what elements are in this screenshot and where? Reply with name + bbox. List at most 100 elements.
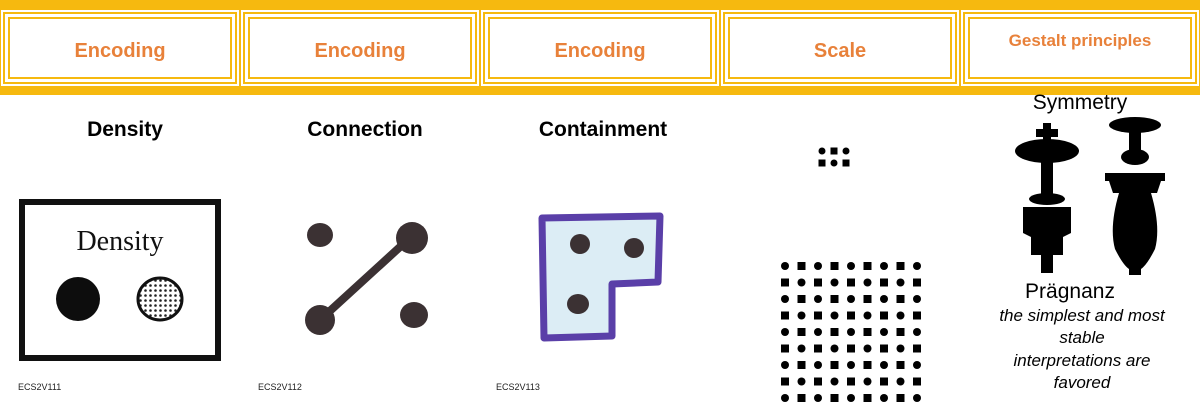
grid-circle bbox=[847, 262, 855, 270]
grid-circle bbox=[797, 377, 806, 386]
grid-circle bbox=[913, 262, 921, 270]
grid-circle bbox=[847, 295, 855, 303]
grid-square bbox=[797, 295, 806, 303]
grid-square bbox=[880, 278, 888, 287]
grid-square bbox=[863, 361, 872, 369]
grid-circle bbox=[830, 159, 838, 167]
grid-circle bbox=[814, 394, 822, 402]
grid-circle bbox=[781, 262, 789, 270]
grid-square bbox=[847, 278, 855, 287]
grid-circle bbox=[896, 278, 905, 287]
containment-illustration bbox=[538, 212, 664, 342]
containment-code: ECS2V113 bbox=[496, 382, 540, 392]
header-label: Encoding bbox=[554, 40, 646, 62]
density-box-label: Density bbox=[76, 226, 163, 257]
grid-circle bbox=[814, 328, 822, 336]
pragnanz-description-line: favored bbox=[1053, 373, 1111, 392]
grid-square bbox=[818, 159, 826, 167]
connection-code: ECS2V112 bbox=[258, 382, 302, 392]
grid-square bbox=[830, 295, 839, 303]
pragnanz-description-line: interpretations are bbox=[1013, 351, 1151, 370]
grid-square bbox=[781, 344, 789, 353]
grid-square bbox=[880, 311, 888, 320]
grid-square bbox=[847, 344, 855, 353]
grid-square bbox=[913, 344, 921, 353]
grid-square bbox=[896, 262, 905, 270]
grid-circle bbox=[913, 295, 921, 303]
grid-square bbox=[797, 262, 806, 270]
grid-circle bbox=[842, 147, 850, 155]
connection-title: Connection bbox=[307, 118, 423, 141]
grid-circle bbox=[830, 311, 839, 320]
dot bbox=[305, 305, 335, 335]
grid-circle bbox=[814, 295, 822, 303]
grid-circle bbox=[781, 361, 789, 369]
grid-square bbox=[880, 344, 888, 353]
grid-square bbox=[830, 262, 839, 270]
pragnanz-description-line: stable bbox=[1059, 328, 1105, 347]
scale-small-grid bbox=[818, 147, 850, 167]
header-label: Encoding bbox=[314, 40, 406, 62]
grid-circle bbox=[781, 295, 789, 303]
grid-square bbox=[863, 295, 872, 303]
grid-square bbox=[842, 159, 850, 167]
dot bbox=[400, 302, 428, 328]
connection-illustration bbox=[305, 222, 428, 335]
solid-dot bbox=[56, 277, 100, 321]
grid-circle bbox=[797, 311, 806, 320]
grid-square bbox=[781, 278, 789, 287]
right-chess-piece-icon bbox=[1105, 117, 1165, 275]
grid-circle bbox=[863, 344, 872, 353]
containment-outline bbox=[538, 212, 664, 342]
grid-square bbox=[781, 311, 789, 320]
header-label: Scale bbox=[813, 40, 867, 62]
symmetry-chess-pieces-icon bbox=[1015, 117, 1165, 275]
left-chess-piece-icon bbox=[1015, 123, 1079, 273]
header-label: Encoding bbox=[74, 40, 166, 62]
grid-square bbox=[781, 377, 789, 386]
grid-circle bbox=[880, 361, 888, 369]
grid-circle bbox=[880, 295, 888, 303]
header-cell-encoding-2: Encoding bbox=[241, 10, 479, 86]
grid-square bbox=[797, 328, 806, 336]
header-cell-scale: Scale bbox=[721, 10, 959, 86]
grid-square bbox=[896, 328, 905, 336]
dot bbox=[570, 234, 590, 254]
grid-circle bbox=[797, 344, 806, 353]
grid-square bbox=[830, 361, 839, 369]
header-row: Encoding Encoding Encoding Scale Gestalt… bbox=[0, 0, 1200, 95]
grid-square bbox=[797, 394, 806, 402]
grid-square bbox=[896, 394, 905, 402]
grid-circle bbox=[913, 361, 921, 369]
header-cell-encoding-1: Encoding bbox=[1, 10, 239, 86]
grid-square bbox=[863, 262, 872, 270]
grid-circle bbox=[781, 328, 789, 336]
dot bbox=[624, 238, 644, 258]
grid-circle bbox=[797, 278, 806, 287]
grid-square bbox=[847, 377, 855, 386]
grid-circle bbox=[814, 262, 822, 270]
grid-square bbox=[814, 377, 822, 386]
grid-circle bbox=[818, 147, 826, 155]
grid-square bbox=[814, 311, 822, 320]
grid-square bbox=[830, 147, 838, 155]
density-box-frame bbox=[19, 199, 221, 361]
containment-title: Containment bbox=[538, 118, 668, 141]
grid-circle bbox=[863, 278, 872, 287]
pragnanz-description-line: the simplest and most bbox=[999, 306, 1165, 325]
grid-circle bbox=[847, 394, 855, 402]
connection-line bbox=[316, 232, 416, 324]
grid-circle bbox=[830, 344, 839, 353]
density-title: Density bbox=[87, 118, 163, 141]
grid-circle bbox=[814, 361, 822, 369]
grid-circle bbox=[913, 394, 921, 402]
grid-square bbox=[880, 377, 888, 386]
grid-square bbox=[814, 278, 822, 287]
header-label: Gestalt principles bbox=[1008, 31, 1152, 50]
grid-square bbox=[863, 328, 872, 336]
grid-circle bbox=[880, 262, 888, 270]
grid-circle bbox=[847, 361, 855, 369]
grid-circle bbox=[847, 328, 855, 336]
dot bbox=[396, 222, 428, 254]
grid-square bbox=[814, 344, 822, 353]
